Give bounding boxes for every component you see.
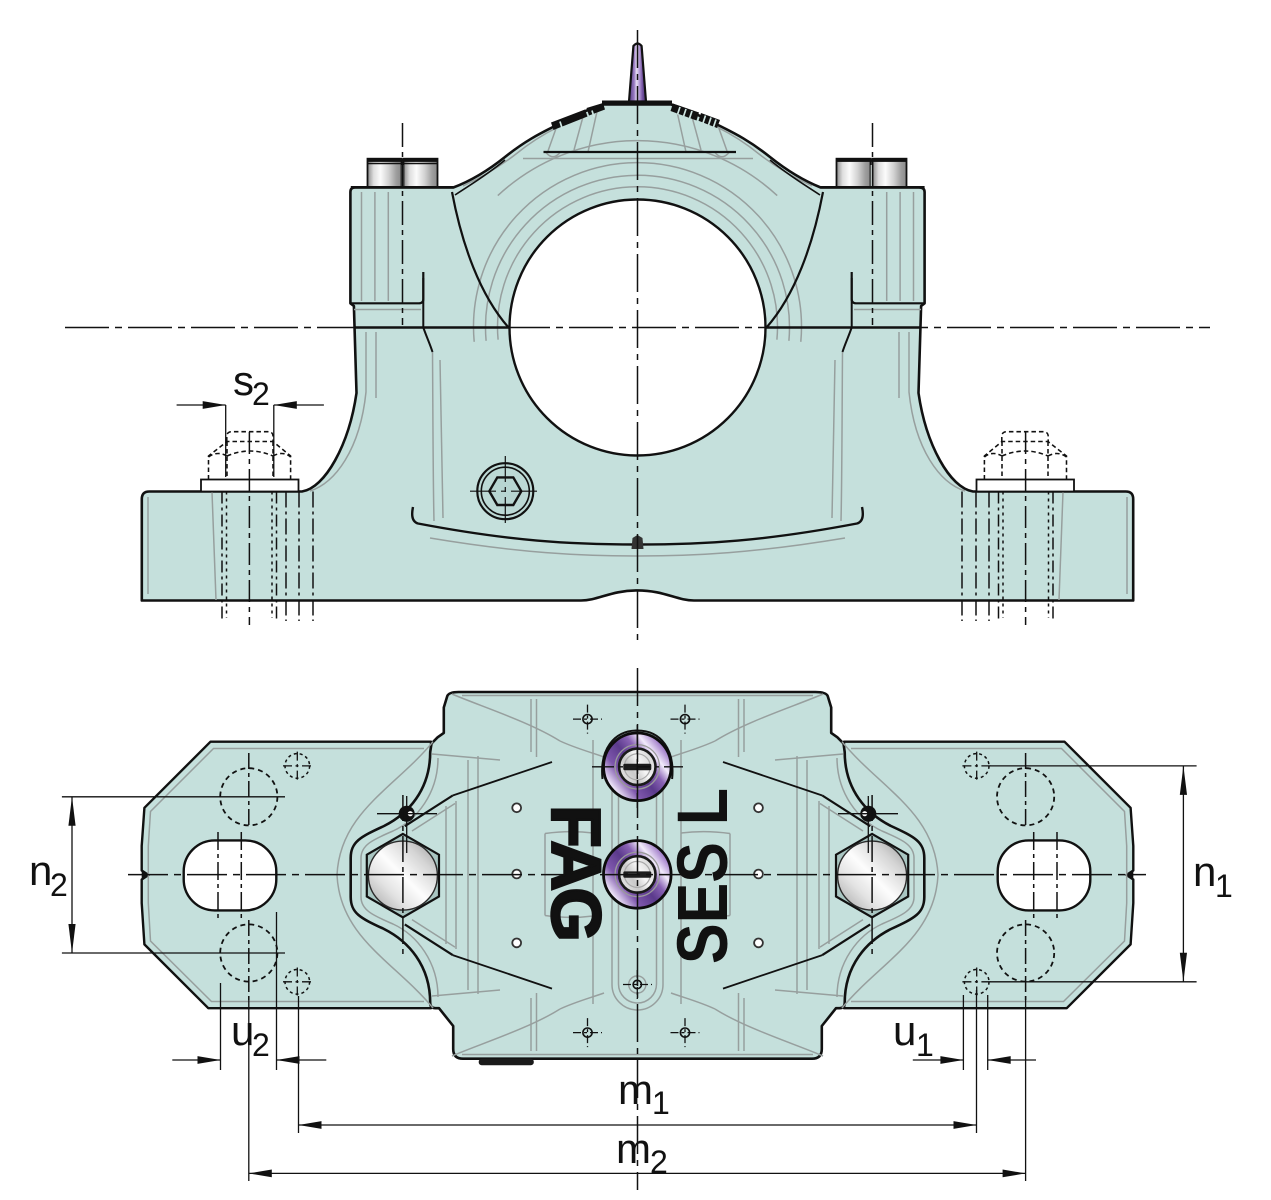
svg-text:FAG: FAG (537, 805, 615, 944)
svg-text:2: 2 (650, 1144, 668, 1180)
svg-text:n: n (1193, 848, 1216, 895)
svg-text:u: u (231, 1007, 254, 1054)
svg-text:u: u (893, 1007, 916, 1054)
svg-text:1: 1 (916, 1027, 934, 1063)
svg-text:1: 1 (652, 1085, 670, 1121)
svg-text:1: 1 (1215, 868, 1233, 904)
svg-text:m: m (618, 1066, 653, 1113)
svg-text:2: 2 (252, 376, 270, 412)
svg-text:SES L: SES L (664, 788, 743, 964)
svg-text:m: m (616, 1125, 651, 1172)
svg-text:s: s (233, 357, 254, 404)
svg-text:2: 2 (50, 867, 68, 903)
svg-text:n: n (29, 847, 52, 894)
svg-text:2: 2 (252, 1027, 270, 1063)
